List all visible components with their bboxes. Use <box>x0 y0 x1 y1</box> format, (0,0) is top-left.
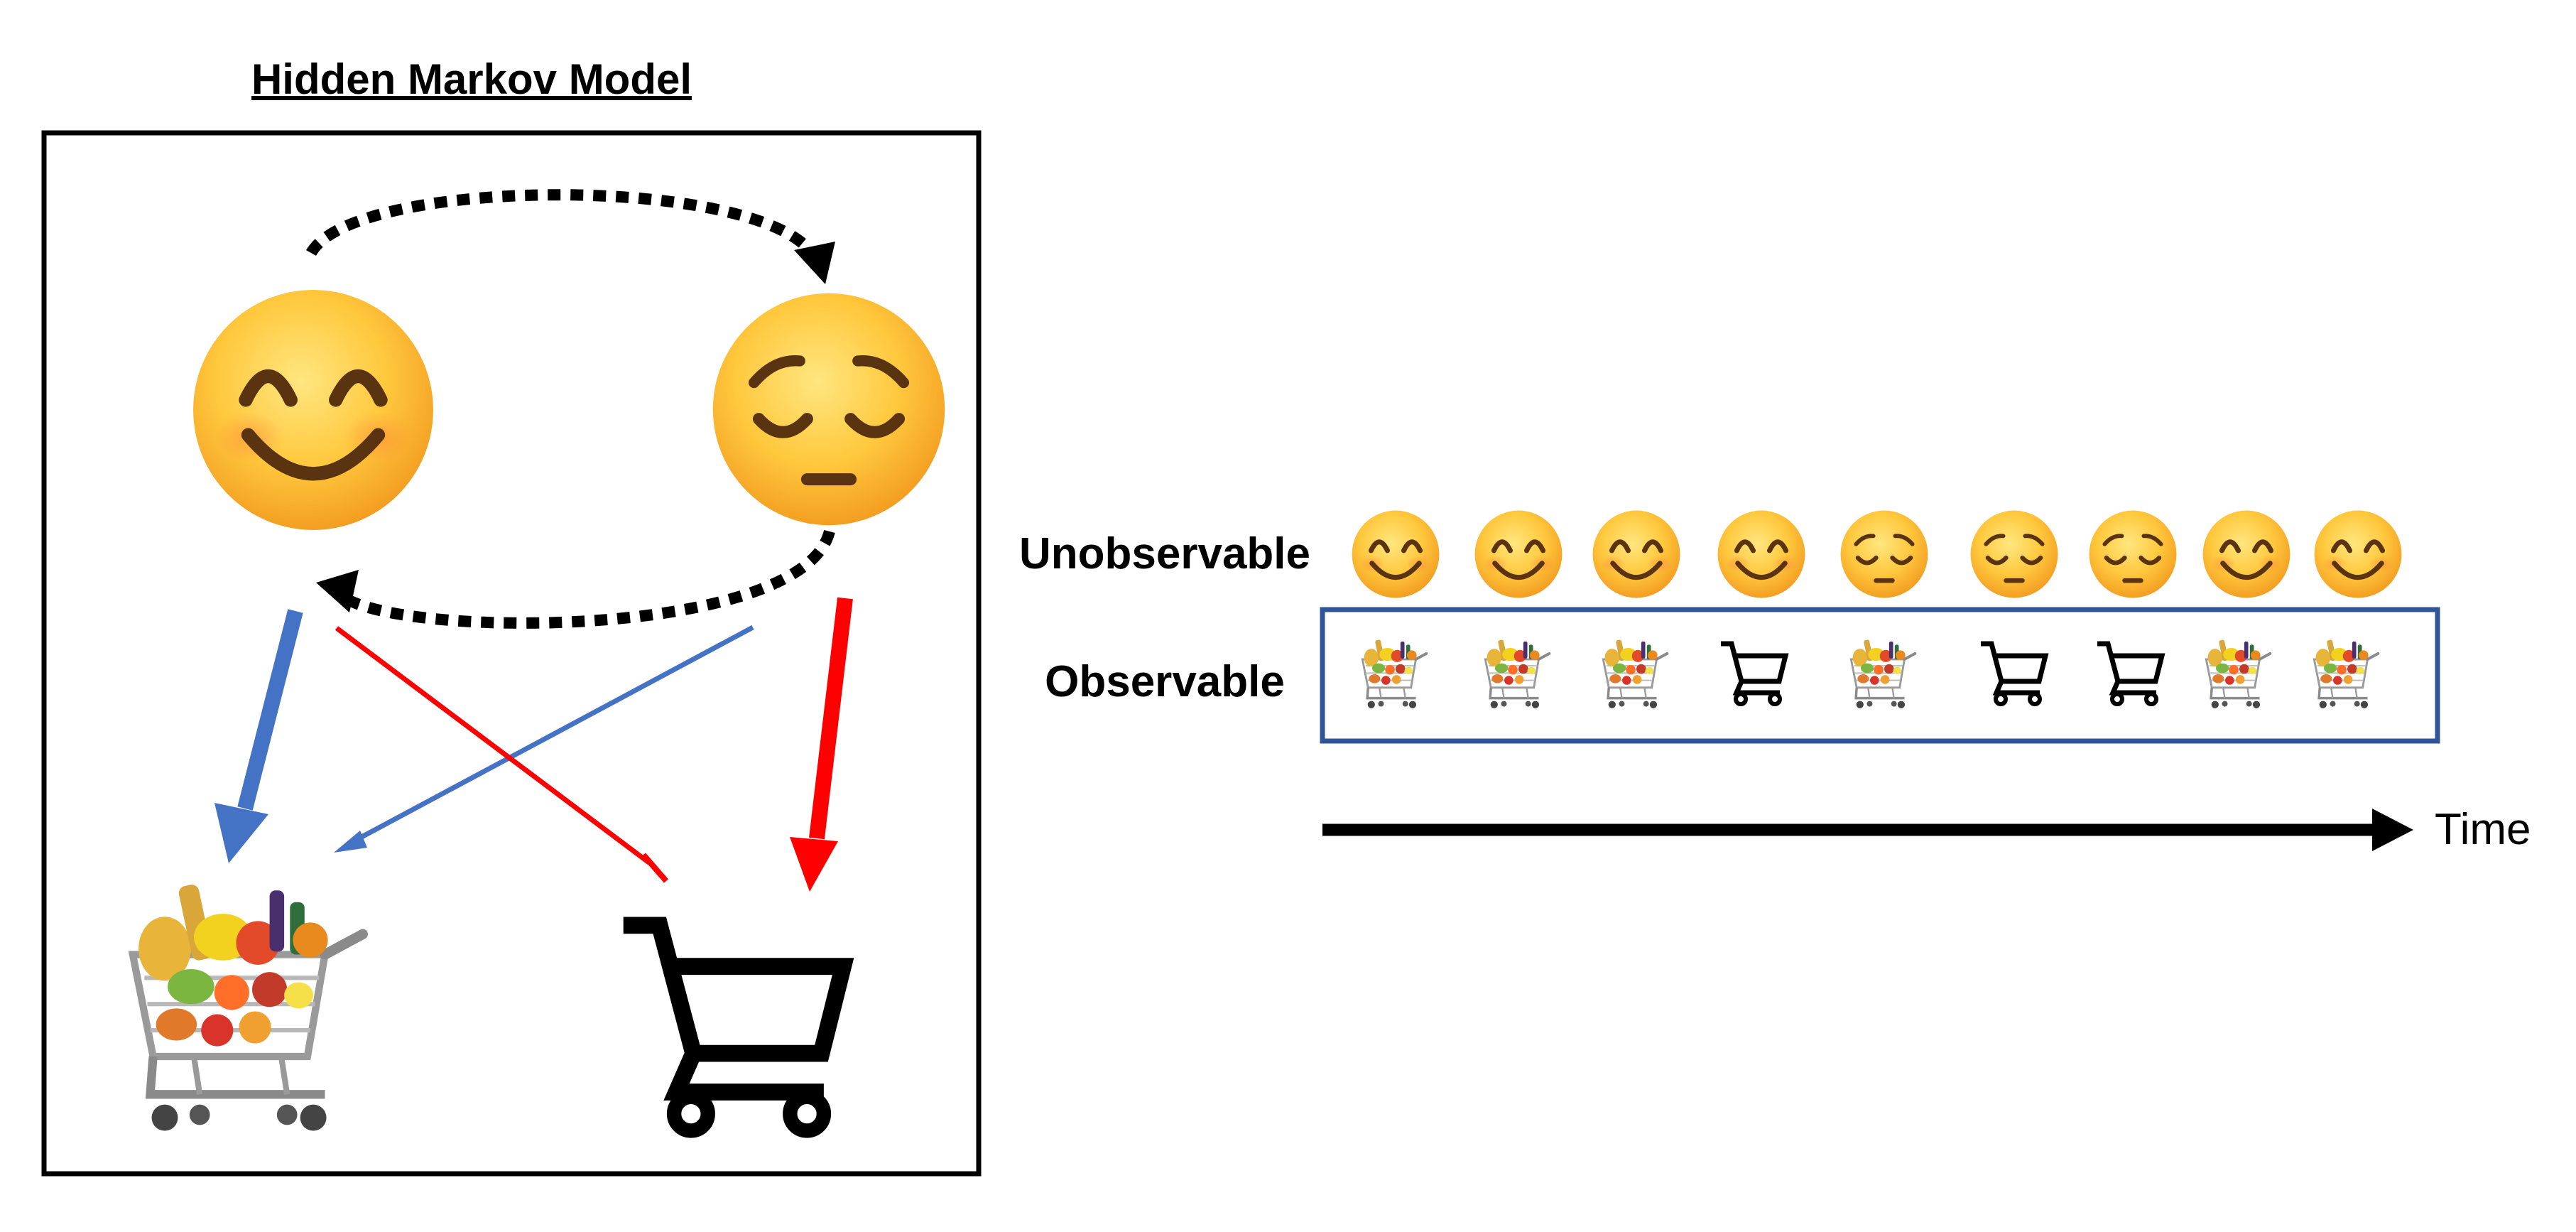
emission-arrowhead-sad-to-empty <box>790 837 838 892</box>
full-cart-icon <box>1485 639 1549 708</box>
happy-face-icon <box>1593 511 1680 598</box>
transition-sad-to-happy <box>337 529 835 629</box>
model-frame <box>41 130 982 1177</box>
empty-cart-icon <box>2097 644 2162 704</box>
full-cart-icon <box>1603 639 1667 708</box>
happy-face-icon <box>2315 511 2402 598</box>
emission-sad-to-empty <box>809 597 853 840</box>
time-label: Time <box>2435 805 2531 854</box>
transition-arrowhead-sad-to-happy <box>316 570 359 612</box>
emission-arrows <box>214 597 853 892</box>
transition-arrows <box>306 189 835 629</box>
happy-face-icon <box>2203 511 2290 598</box>
observable-label: Observable <box>1045 657 1285 706</box>
time-arrowhead <box>2372 809 2413 851</box>
emission-happy-to-empty <box>335 626 652 865</box>
full-cart-icon <box>1362 639 1426 708</box>
emission-arrowhead-happy-to-full <box>214 803 268 863</box>
sad-face-icon <box>1971 511 2058 598</box>
transition-happy-to-sad <box>306 189 822 264</box>
sad-face-icon <box>1841 511 1928 598</box>
observed-sequence-box <box>1320 607 2440 744</box>
full-cart-icon <box>2206 639 2270 708</box>
sad-face-icon <box>2089 511 2177 598</box>
sad-face-icon <box>713 293 945 525</box>
happy-face-icon <box>1718 511 1805 598</box>
emission-happy-to-full <box>237 609 303 811</box>
full-cart-icon <box>1851 639 1915 708</box>
transition-arrowhead-happy-to-sad <box>794 242 835 284</box>
happy-face-icon <box>193 290 433 530</box>
empty-cart-icon <box>624 925 843 1130</box>
happy-face-icon <box>1475 511 1563 598</box>
observed-sequence <box>1362 639 2378 708</box>
full-cart-icon <box>2314 639 2378 708</box>
emission-sad-to-full <box>352 625 754 844</box>
page-title: Hidden Markov Model <box>251 55 692 103</box>
emission-arrowhead-happy-to-empty <box>641 853 669 883</box>
happy-face-icon <box>1352 511 1440 598</box>
unobservable-label: Unobservable <box>1019 529 1310 578</box>
hidden-sequence <box>1352 511 2402 598</box>
full-cart-icon <box>133 883 363 1130</box>
empty-cart-icon <box>1721 644 1786 704</box>
empty-cart-icon <box>1981 644 2045 704</box>
emission-arrowhead-sad-to-full <box>334 831 367 853</box>
